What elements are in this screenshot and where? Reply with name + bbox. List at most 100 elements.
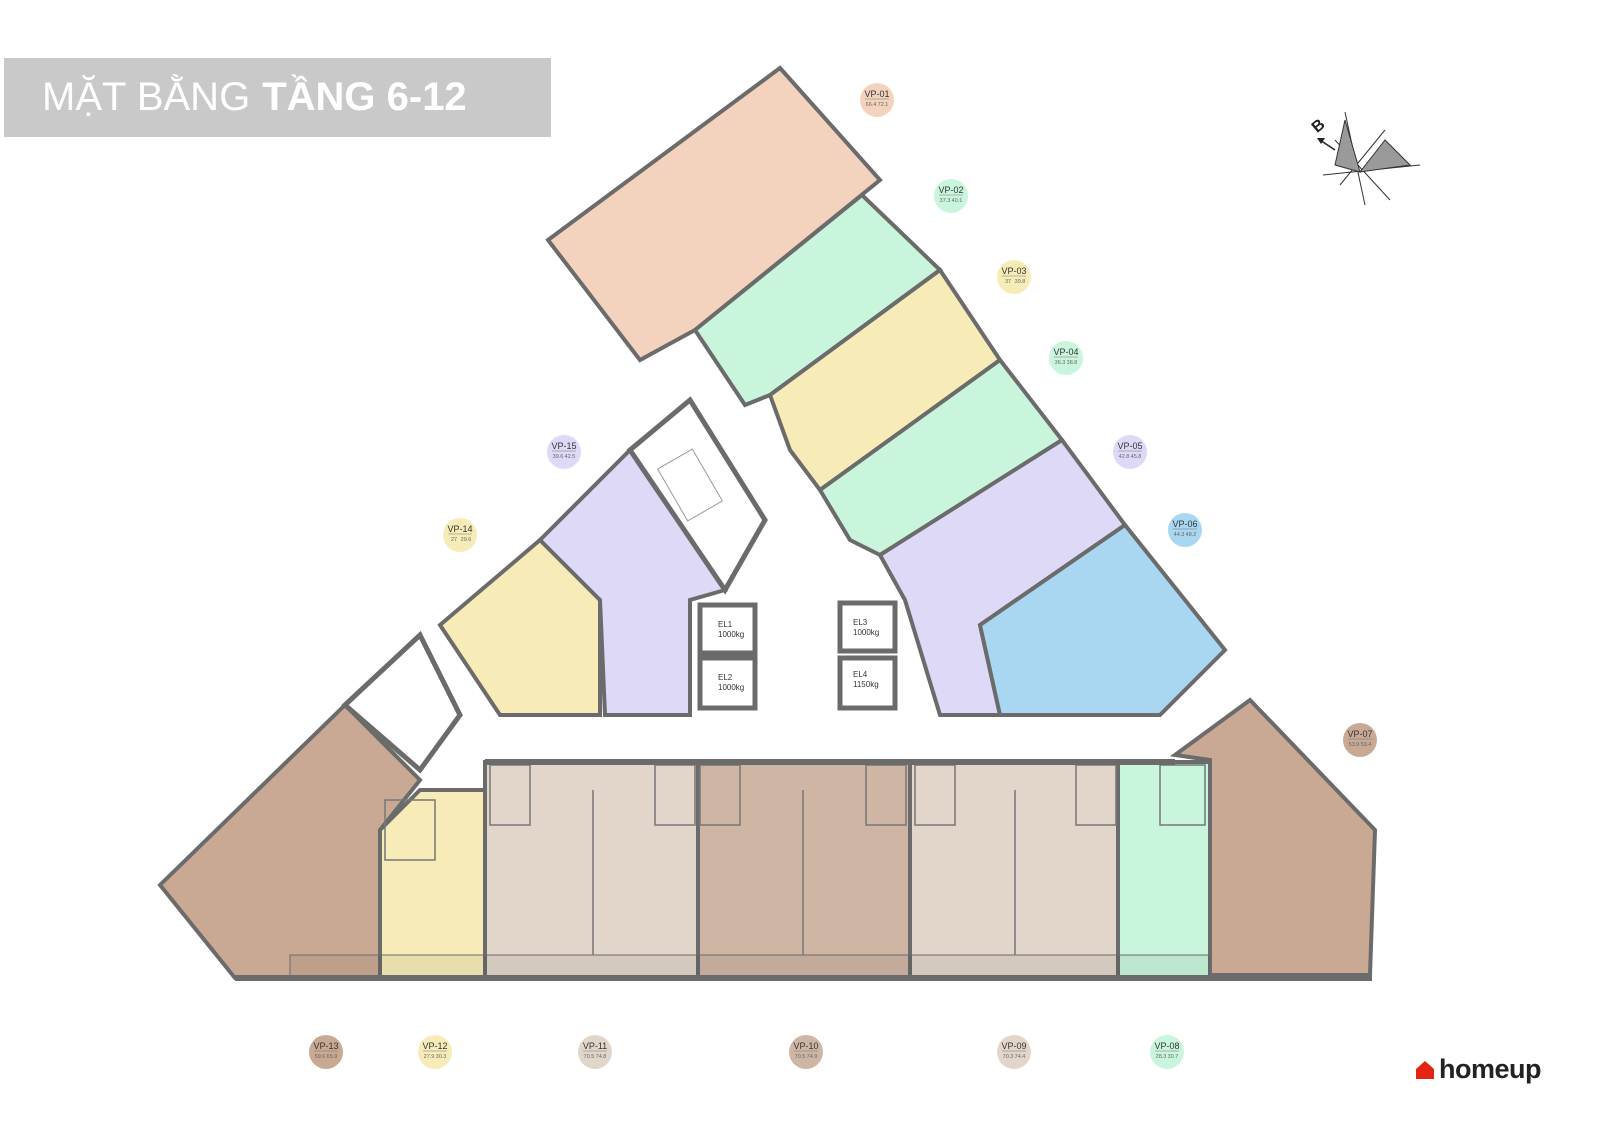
unit-area-gross: 48.2 xyxy=(1186,532,1197,538)
stair-core-top xyxy=(626,396,768,595)
badge-bubble xyxy=(309,1035,343,1069)
unit-vp-12[interactable] xyxy=(378,788,487,980)
unit-area-gross: 30.7 xyxy=(1168,1054,1179,1060)
title-floor-range: TẦNG 6-12 xyxy=(262,75,467,119)
unit-area-gross: 74.9 xyxy=(807,1054,818,1060)
unit-area-gross: 45.8 xyxy=(1131,454,1142,460)
badge-bubble xyxy=(860,83,894,117)
badge-bubble xyxy=(997,1035,1031,1069)
unit-name: VP-14 xyxy=(447,524,472,534)
unit-vp-06[interactable] xyxy=(977,522,1228,717)
elevator-name: EL3 xyxy=(853,618,868,627)
elevator-capacity: 1000kg xyxy=(853,628,879,637)
unit-area-gross: 39.8 xyxy=(1015,279,1026,285)
title-banner: MẶT BẰNG TẦNG 6-12 xyxy=(4,58,551,137)
badge-bubble xyxy=(1168,513,1202,547)
elevator-el4: EL4 1150kg xyxy=(837,655,898,711)
unit-area-gross: 72.1 xyxy=(878,102,889,108)
unit-area-net: 36.3 xyxy=(1055,360,1066,366)
unit-badge-vp-14: VP-14 27 29.6 xyxy=(443,518,477,552)
unit-area-gross: 74.4 xyxy=(1015,1054,1026,1060)
unit-area-net: 66.4 xyxy=(866,102,877,108)
badge-bubble xyxy=(1049,341,1083,375)
unit-name: VP-15 xyxy=(551,441,576,451)
badge-bubble xyxy=(443,518,477,552)
unit-area-gross: 40.1 xyxy=(952,198,963,204)
compass-rose-icon: B xyxy=(1309,111,1421,206)
badge-bubble xyxy=(1343,723,1377,757)
unit-name: VP-03 xyxy=(1001,266,1026,276)
unit-area-net: 42.8 xyxy=(1119,454,1130,460)
unit-area-net: 27.9 xyxy=(424,1054,435,1060)
balcony-strip xyxy=(289,954,1211,979)
unit-area-net: 44.3 xyxy=(1174,532,1185,538)
unit-area-gross: 42.5 xyxy=(565,454,576,460)
interior-partitions xyxy=(384,764,1206,955)
unit-area-net: 53.9 xyxy=(1349,742,1360,748)
unit-name: VP-10 xyxy=(793,1041,818,1051)
badge-bubble xyxy=(1113,435,1147,469)
unit-vp-13[interactable] xyxy=(157,702,423,980)
elevator-el2: EL2 1000kg xyxy=(697,655,758,711)
unit-vp-11[interactable] xyxy=(483,760,700,980)
unit-area-net: 39.6 xyxy=(553,454,564,460)
badge-bubble xyxy=(997,260,1031,294)
unit-area-net: 59.6 xyxy=(315,1054,326,1060)
unit-name: VP-11 xyxy=(583,1041,607,1051)
compass-label: B xyxy=(1309,116,1329,136)
unit-vp-08[interactable] xyxy=(1116,760,1212,980)
unit-area-gross: 38.8 xyxy=(1067,360,1078,366)
unit-name: VP-13 xyxy=(313,1041,338,1051)
elevator-capacity: 1000kg xyxy=(718,683,744,692)
elevator-name: EL1 xyxy=(718,620,733,629)
elevator-name: EL2 xyxy=(718,673,733,682)
unit-name: VP-04 xyxy=(1053,347,1078,357)
unit-name: VP-08 xyxy=(1154,1041,1179,1051)
unit-name: VP-05 xyxy=(1117,441,1142,451)
house-icon xyxy=(1416,1060,1434,1079)
unit-vp-14[interactable] xyxy=(437,537,602,717)
logo-text: homeup xyxy=(1439,1054,1542,1084)
badge-bubble xyxy=(934,179,968,213)
unit-area-net: 37 xyxy=(1005,279,1011,285)
unit-name: VP-12 xyxy=(422,1041,447,1051)
unit-area-gross: 29.6 xyxy=(461,537,472,543)
title-light: MẶT BẰNG xyxy=(42,75,251,119)
badge-bubble xyxy=(789,1035,823,1069)
unit-name: VP-07 xyxy=(1347,729,1372,739)
unit-name: VP-02 xyxy=(938,185,963,195)
stair-core-left xyxy=(341,630,463,774)
unit-name: VP-01 xyxy=(864,89,889,99)
elevator-capacity: 1000kg xyxy=(718,630,744,639)
unit-area-net: 37.3 xyxy=(940,198,951,204)
unit-vp-09[interactable] xyxy=(908,760,1120,980)
badge-bubble xyxy=(547,435,581,469)
elevator-el3: EL3 1000kg xyxy=(837,600,898,654)
elevator-name: EL4 xyxy=(853,670,868,679)
elevator-el1: EL1 1000kg xyxy=(697,602,758,656)
unit-vp-10[interactable] xyxy=(696,760,912,980)
homeup-logo: homeup xyxy=(1414,1054,1542,1085)
unit-area-gross: 74.8 xyxy=(596,1054,607,1060)
unit-area-net: 70.5 xyxy=(584,1054,595,1060)
unit-area-net: 70.5 xyxy=(795,1054,806,1060)
badge-bubble xyxy=(418,1035,452,1069)
unit-area-gross: 30.3 xyxy=(436,1054,447,1060)
unit-area-gross: 65.9 xyxy=(327,1054,338,1060)
badge-bubble xyxy=(1150,1035,1184,1069)
unit-area-net: 27 xyxy=(451,537,457,543)
